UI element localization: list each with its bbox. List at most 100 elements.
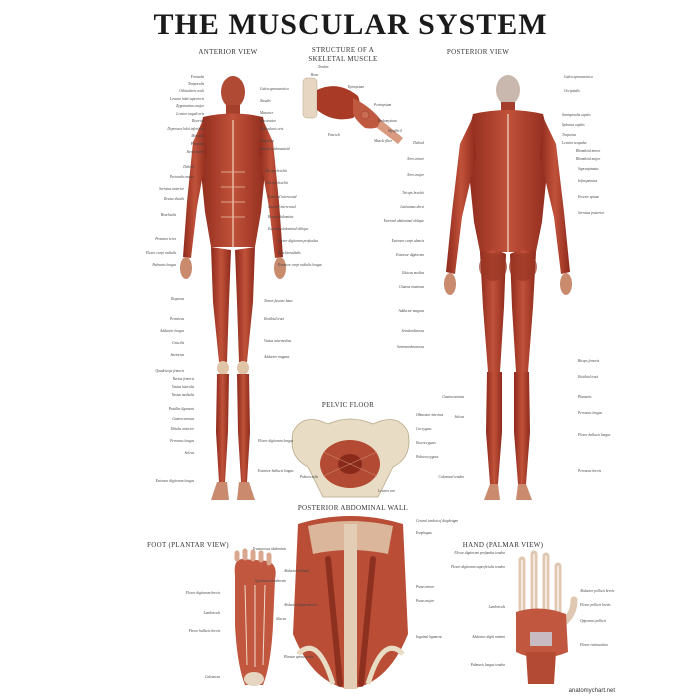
label-ant-left-11: Deltoid — [183, 165, 194, 169]
label-ant-right-16: Tensor fasciae latae — [264, 299, 293, 303]
posterior-view-heading: POSTERIOR VIEW — [446, 48, 510, 56]
label-foot-5: Plantar aponeurosis — [284, 655, 314, 659]
poster: THE MUSCULAR SYSTEM ANTERIOR VIEW STRUCT… — [78, 0, 623, 700]
label-post-right-2: Semispinalis capitis — [562, 113, 591, 117]
label-post-right-11: Serratus posterior — [578, 211, 605, 215]
label-post-left-1: Teres minor — [406, 157, 424, 161]
label-ant-left-27: Vastus medialis — [171, 393, 194, 397]
label-ant-left-6: Risorius — [192, 119, 204, 123]
label-ant-left-0: Frontalis — [190, 75, 204, 79]
label-ant-right-7: Biceps brachii — [266, 169, 287, 173]
label-post-left-10: Adductor magnus — [398, 309, 424, 313]
label-structure-6: Myofibril — [388, 129, 402, 133]
label-post-right-0: Galea aponeurotica — [564, 75, 593, 79]
poster-title: THE MUSCULAR SYSTEM — [153, 8, 548, 41]
label-ant-left-9: Platysma — [190, 142, 204, 146]
label-ant-left-13: Serratus anterior — [159, 187, 184, 191]
label-foot-1: Flexor digitorum brevis — [185, 591, 220, 595]
foot-heading: FOOT (PLANTAR VIEW) — [147, 541, 229, 549]
label-structure-4: Fascicle — [328, 133, 341, 137]
label-ant-left-24: Quadriceps femoris — [155, 369, 184, 373]
label-ant-left-22: Gracilis — [172, 341, 184, 345]
label-post-left-8: Gluteus medius — [401, 271, 424, 275]
label-ant-right-10: Internal intercostal — [268, 205, 296, 209]
hand-heading: HAND (PALMAR VIEW) — [462, 541, 544, 549]
structure-heading-2: SKELETAL MUSCLE — [308, 55, 378, 63]
label-structure-1: Bone — [311, 73, 319, 77]
label-ant-right-15: Extensor carpi radialis longus — [278, 263, 322, 267]
structure-heading-1: STRUCTURE OF A — [311, 46, 375, 54]
label-ant-left-4: Zygomaticus major — [176, 104, 204, 108]
label-foot-3: Lumbricals — [203, 611, 220, 615]
label-ant-right-9: External intercostal — [268, 195, 297, 199]
label-pelvic-3: Pubococcygeus — [416, 455, 439, 459]
label-post-right-15: Peroneus longus — [578, 411, 602, 415]
foot-diagram — [234, 548, 276, 686]
label-post-right-5: Levator scapulae — [562, 141, 587, 145]
label-ant-right-12: External abdominal oblique — [268, 227, 309, 231]
label-post-right-13: Iliotibial tract — [578, 375, 599, 379]
label-ant-right-3: Buccinator — [260, 119, 276, 123]
label-post-right-6: Rhomboid minor — [576, 149, 601, 153]
label-hand-7: Flexor retinaculum — [580, 643, 608, 647]
label-ant-left-20: Pectineus — [170, 317, 184, 321]
label-foot-2: Abductor digiti minimi — [284, 603, 317, 607]
label-post-right-16: Flexor hallucis longus — [578, 433, 611, 437]
abdominal-wall-diagram — [293, 516, 408, 689]
label-abdominal-7: Inguinal ligament — [416, 635, 442, 639]
label-ant-right-11: Rectus abdominis — [268, 215, 294, 219]
pelvic-floor-diagram — [291, 418, 410, 498]
label-post-left-2: Teres major — [406, 173, 424, 177]
label-ant-right-13: Flexor digitorum profundus — [278, 239, 318, 243]
label-post-left-7: Extensor digitorum — [396, 253, 424, 257]
label-ant-left-33: Extensor digitorum longus — [155, 479, 194, 483]
label-post-left-11: Semitendinosus — [401, 329, 424, 333]
label-ant-left-26: Vastus lateralis — [171, 385, 194, 389]
skeletal-muscle-diagram — [302, 77, 403, 144]
label-ant-left-1: Temporalis — [187, 82, 204, 86]
label-ant-left-31: Peroneus longus — [170, 439, 194, 443]
label-ant-right-6: Sternocleidomastoid — [260, 147, 290, 151]
label-ant-left-19: Iliopsoas — [170, 297, 184, 301]
label-structure-2: Epimysium — [348, 85, 364, 89]
label-hand-2: Lumbricals — [488, 605, 505, 609]
label-post-right-4: Trapezius — [562, 133, 576, 137]
label-hand-0: Flexor digitorum profundus tendon — [454, 551, 505, 555]
label-post-right-1: Occipitalis — [564, 89, 580, 93]
abdominal-wall-heading: POSTERIOR ABDOMINAL WALL — [297, 504, 409, 512]
label-ant-left-29: Gastrocnemius — [172, 417, 194, 421]
label-abdominal-3: Psoas major — [416, 599, 435, 603]
label-structure-5: Endomysium — [378, 119, 397, 123]
label-abdominal-0: Central tendon of diaphragm — [416, 519, 459, 523]
label-post-right-8: Supraspinatus — [578, 167, 599, 171]
label-ant-left-23: Sartorius — [170, 353, 184, 357]
pelvic-floor-heading: PELVIC FLOOR — [321, 401, 375, 409]
label-abdominal-2: Quadratus lumborum — [254, 579, 286, 583]
hand-diagram — [516, 550, 578, 684]
label-post-right-7: Rhomboid major — [576, 157, 601, 161]
label-ant-right-8: Triceps brachii — [266, 181, 288, 185]
label-abdominal-5: Iliacus — [276, 617, 286, 621]
label-post-right-9: Infraspinatus — [578, 179, 598, 183]
label-ant-right-21: Extensor hallucis longus — [258, 469, 294, 473]
anterior-view-heading: ANTERIOR VIEW — [198, 48, 258, 56]
label-ant-right-14: Brachioradialis — [278, 251, 301, 255]
label-pelvic-1: Coccygeus — [416, 427, 432, 431]
label-post-left-0: Deltoid — [413, 141, 424, 145]
label-post-left-13: Gastrocnemius — [442, 395, 464, 399]
label-ant-right-2: Masseter — [260, 111, 274, 115]
label-structure-7: Muscle fiber — [374, 139, 393, 143]
label-post-left-3: Triceps brachii — [402, 191, 424, 195]
footer-url: anatomychart.net — [568, 688, 615, 694]
label-ant-left-5: Levator anguli oris — [176, 112, 204, 116]
label-abdominal-1: Esophagus — [416, 531, 432, 535]
label-post-left-12: Semimembranosus — [397, 345, 424, 349]
label-hand-3: Abductor pollicis brevis — [580, 589, 615, 593]
label-ant-right-5: Trapezius — [260, 139, 274, 143]
label-post-right-17: Peroneus brevis — [578, 469, 601, 473]
label-post-right-3: Splenius capitis — [562, 123, 585, 127]
label-abdominal-4: Psoas minor — [416, 585, 435, 589]
label-ant-left-7: Depressor labii inferioris — [167, 127, 204, 131]
label-ant-left-15: Brachialis — [161, 213, 176, 217]
label-pelvic-2: Iliococcygeus — [416, 441, 436, 445]
